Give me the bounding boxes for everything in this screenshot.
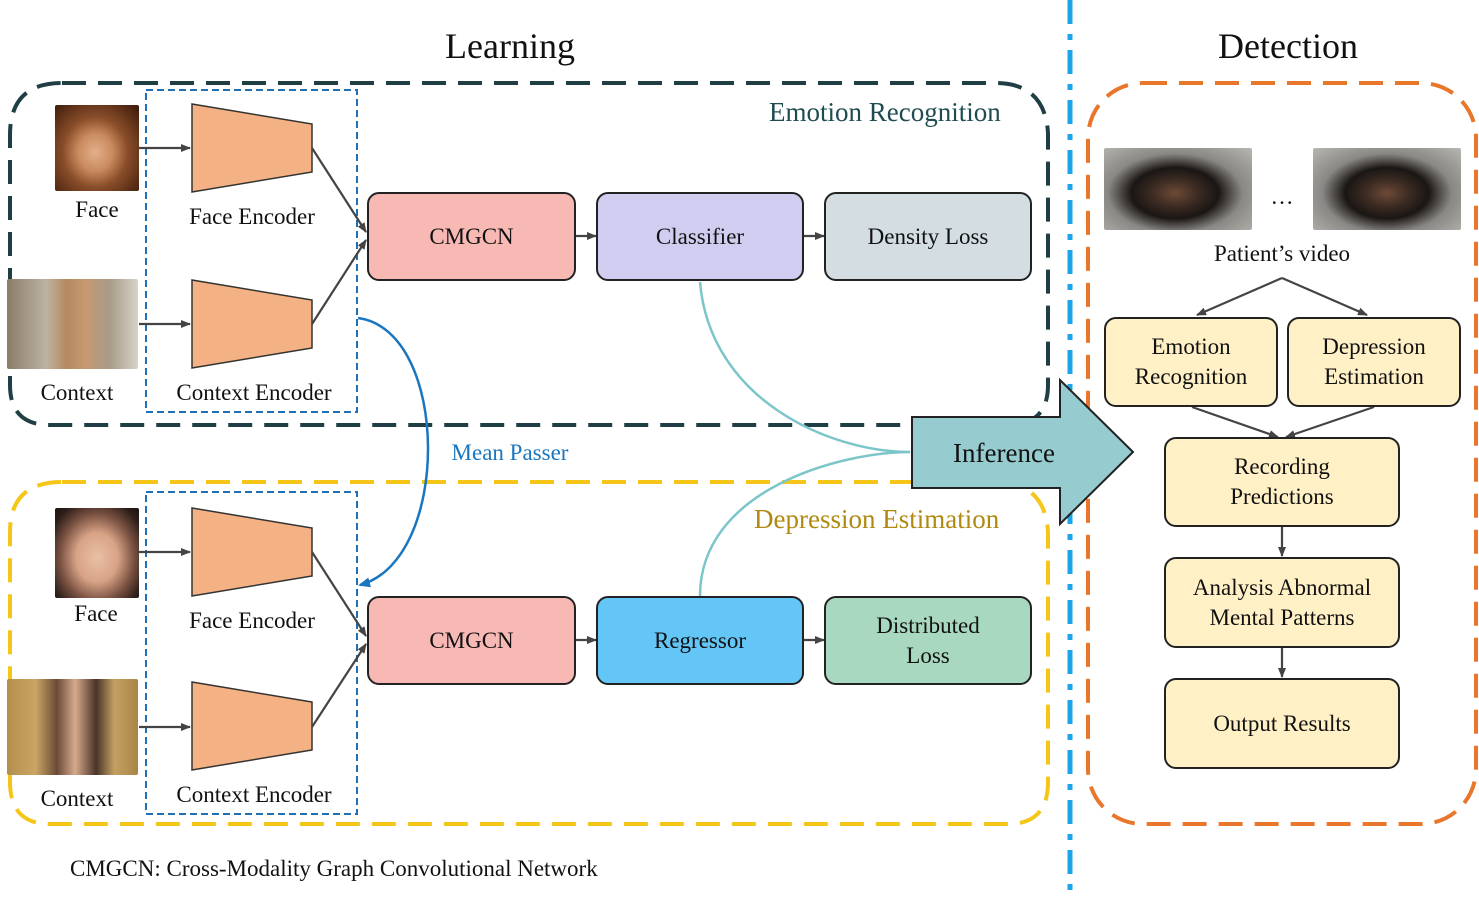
emotion-context-label: Context	[40, 380, 114, 405]
footnote: CMGCN: Cross-Modality Graph Convolutiona…	[70, 856, 598, 881]
detection-depression-box: Depression Estimation	[1287, 317, 1461, 407]
classifier-to-inference-curve	[698, 281, 911, 454]
regressor-to-inference-curve	[698, 450, 911, 597]
analysis-line1: Analysis Abnormal	[1192, 574, 1372, 600]
arrow-icon	[311, 551, 367, 637]
depression-context-encoder-label: Context Encoder	[176, 782, 332, 807]
distributed-loss-line2: Loss	[906, 642, 950, 668]
depression-region-title: Depression Estimation	[754, 504, 1000, 534]
density-loss-box: Density Loss	[824, 192, 1032, 281]
mean-passer-arrow	[357, 316, 430, 588]
depression-region-border	[8, 480, 1050, 826]
emotion-encoder-frame	[145, 89, 358, 413]
inference-label: Inference	[953, 438, 1055, 468]
inference-arrow-shape	[911, 377, 1135, 527]
distributed-loss-box: Distributed Loss	[824, 596, 1032, 685]
emotion-cmgcn-box: CMGCN	[367, 192, 576, 281]
detection-emotion-line2: Recognition	[1134, 364, 1248, 389]
arrow-icon	[311, 147, 367, 233]
detection-emotion-line1: Emotion	[1151, 334, 1231, 359]
arrow-icon	[1196, 276, 1283, 317]
recording-line1: Recording	[1234, 454, 1330, 479]
arrow-icon	[1285, 405, 1375, 439]
depression-context-encoder-shape	[191, 681, 313, 771]
emotion-face-encoder-shape	[191, 103, 313, 193]
recording-line2: Predictions	[1230, 484, 1334, 509]
arrow-icon	[311, 239, 367, 325]
depression-encoder-frame	[145, 491, 358, 815]
depression-face-label: Face	[74, 601, 118, 626]
depression-face-encoder-shape	[191, 507, 313, 597]
depression-face-photo	[55, 508, 139, 598]
depression-context-label: Context	[40, 786, 114, 811]
patient-video-frame-first	[1104, 148, 1252, 230]
regressor-box: Regressor	[596, 596, 804, 685]
recording-predictions-box: Recording Predictions	[1164, 437, 1400, 527]
emotion-face-label: Face	[75, 197, 119, 222]
patient-video-caption: Patient’s video	[1213, 241, 1351, 266]
detection-depression-line2: Estimation	[1324, 364, 1424, 389]
learning-title: Learning	[445, 26, 575, 66]
arrow-icon	[1281, 276, 1368, 317]
output-results-box: Output Results	[1164, 678, 1400, 769]
emotion-region-title: Emotion Recognition	[769, 97, 1001, 127]
emotion-face-encoder-label: Face Encoder	[189, 204, 315, 229]
detection-emotion-box: Emotion Recognition	[1104, 317, 1278, 407]
patient-video-frame-last	[1313, 148, 1461, 230]
classifier-box: Classifier	[596, 192, 804, 281]
analysis-line2: Mental Patterns	[1209, 604, 1355, 630]
emotion-context-encoder-shape	[191, 279, 313, 369]
detection-depression-line1: Depression	[1322, 334, 1426, 359]
emotion-context-photo	[7, 279, 138, 369]
depression-context-photo	[7, 679, 138, 775]
distributed-loss-line1: Distributed	[876, 612, 980, 638]
arrow-icon	[1191, 405, 1279, 439]
depression-face-encoder-label: Face Encoder	[189, 608, 315, 633]
arrow-icon	[311, 643, 367, 728]
mean-passer-label: Mean Passer	[451, 440, 569, 465]
emotion-context-encoder-label: Context Encoder	[176, 380, 332, 405]
analysis-patterns-box: Analysis Abnormal Mental Patterns	[1164, 557, 1400, 648]
ellipsis-label: …	[1270, 184, 1294, 209]
emotion-face-photo	[55, 105, 139, 191]
detection-title: Detection	[1218, 26, 1358, 66]
depression-cmgcn-box: CMGCN	[367, 596, 576, 685]
